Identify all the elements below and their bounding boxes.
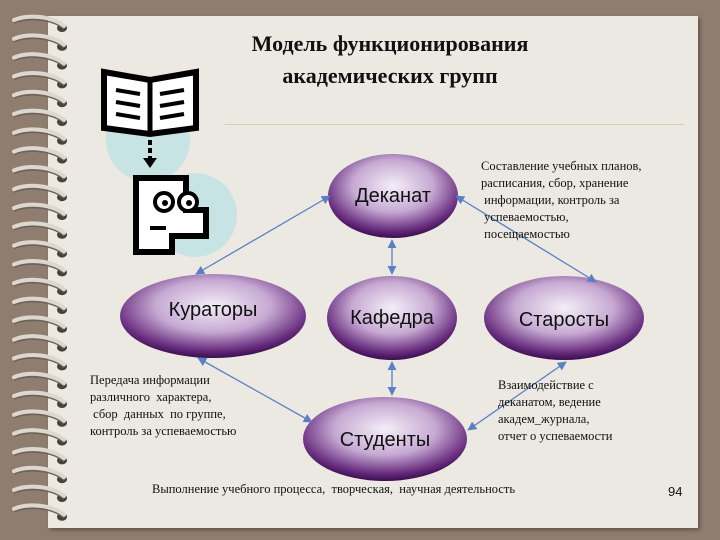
spiral-binding xyxy=(12,14,67,521)
title-line-2: академических групп xyxy=(282,63,498,88)
ellipse-kafedra xyxy=(327,276,457,360)
binding-ring xyxy=(12,315,67,333)
note-studenty: Выполнение учебного процесса, творческая… xyxy=(152,482,516,496)
note-starosty: Взаимодействие с деканатом, ведение акад… xyxy=(498,378,613,443)
node-kafedra: Кафедра xyxy=(350,306,434,329)
binding-ring xyxy=(12,296,67,314)
ellipse-dekanat xyxy=(328,154,458,238)
reader-face-icon xyxy=(133,140,209,255)
arrow-kuratory-dekanat xyxy=(195,195,331,275)
binding-ring xyxy=(12,277,67,296)
binding-ring xyxy=(12,33,67,51)
binding-ring xyxy=(12,127,67,145)
arrow-starosty-studenty xyxy=(467,361,567,431)
arrow-dekanat-starosty xyxy=(455,195,597,283)
binding-ring xyxy=(12,221,67,239)
binding-ring xyxy=(12,89,67,108)
arrow-kuratory-studenty xyxy=(197,357,313,423)
title-line-1: Модель функционирования xyxy=(251,31,529,56)
binding-ring xyxy=(12,409,67,427)
note-dekanat: Составление учебных планов, расписания, … xyxy=(481,159,642,241)
binding-ring xyxy=(12,503,67,521)
binding-ring xyxy=(12,108,67,126)
title-underline xyxy=(225,124,685,125)
binding-ring xyxy=(12,71,67,89)
note-kuratory: Передача информации различного характера… xyxy=(90,373,237,438)
binding-ring xyxy=(12,353,67,371)
ellipse-kuratory xyxy=(120,274,306,358)
node-studenty: Студенты xyxy=(339,428,431,451)
binding-ring xyxy=(12,334,67,352)
binding-ring xyxy=(12,183,67,202)
binding-ring xyxy=(12,465,67,484)
ellipse-starosty xyxy=(484,276,644,360)
binding-ring xyxy=(12,390,67,408)
node-kuratory: Кураторы xyxy=(168,298,258,321)
book-icon xyxy=(101,68,199,138)
binding-ring xyxy=(12,165,67,183)
ellipse-studenty xyxy=(303,397,467,481)
binding-ring xyxy=(12,146,67,164)
binding-ring xyxy=(12,202,67,220)
binding-ring xyxy=(12,428,67,446)
binding-ring xyxy=(12,259,67,277)
binding-ring xyxy=(12,14,67,32)
binding-ring xyxy=(12,447,67,465)
binding-ring xyxy=(12,371,67,390)
node-starosty: Старосты xyxy=(518,308,610,331)
page-number: 94 xyxy=(668,484,683,499)
node-dekanat: Деканат xyxy=(355,184,431,207)
binding-ring xyxy=(12,484,67,502)
binding-ring xyxy=(12,52,67,70)
page-title: Модель функционирования академических гр… xyxy=(200,28,580,92)
binding-ring xyxy=(12,240,67,258)
